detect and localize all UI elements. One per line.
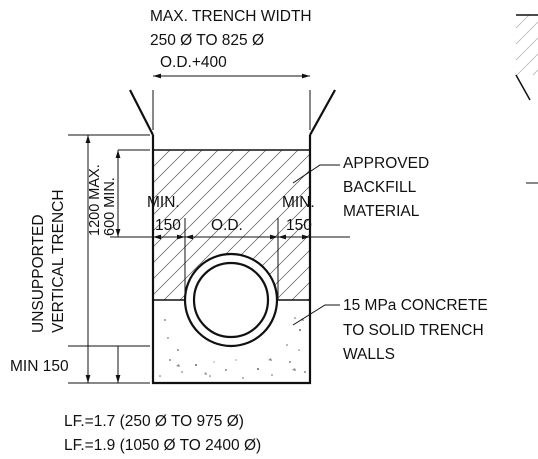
concrete-label-2: TO SOLID TRENCH <box>343 322 484 339</box>
depth-max-label: 1200 MAX. <box>87 164 103 236</box>
concrete-speckles <box>159 317 306 379</box>
backfill-label-3: MATERIAL <box>343 203 420 220</box>
load-factor-1: LF.=1.7 (250 Ø TO 975 Ø) <box>64 413 244 430</box>
min-right-label-2: 150 <box>286 217 312 234</box>
backfill-label-2: BACKFILL <box>343 179 417 196</box>
trench-outline <box>151 150 312 385</box>
min-150-label: MIN 150 <box>10 358 69 375</box>
min-left-label-2: 150 <box>155 217 181 234</box>
load-factor-2: LF.=1.9 (1050 Ø TO 2400 Ø) <box>64 437 261 454</box>
od-label: O.D. <box>211 217 243 234</box>
trench-width-range: 250 Ø TO 825 Ø <box>150 32 264 49</box>
min-left-label-1: MIN. <box>147 194 180 211</box>
min-right-label-1: MIN. <box>282 194 315 211</box>
depth-min-label: 600 MIN. <box>102 177 118 236</box>
unsupported-label-1: UNSUPPORTED <box>30 214 47 333</box>
backfill-label-1: APPROVED <box>343 155 429 172</box>
concrete-label-3: WALLS <box>343 346 395 363</box>
pipe-inner <box>192 261 270 339</box>
trench-width-od: O.D.+400 <box>160 54 227 71</box>
trench-width-title: MAX. TRENCH WIDTH <box>150 8 312 25</box>
unsupported-label-2: VERTICAL TRENCH <box>50 189 67 333</box>
concrete-label-1: 15 MPa CONCRETE <box>343 297 488 314</box>
